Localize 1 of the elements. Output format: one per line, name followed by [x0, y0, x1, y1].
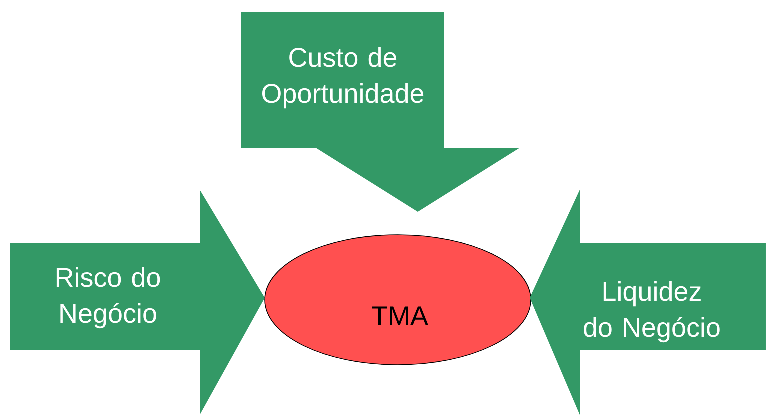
ellipse-node: TMA	[264, 234, 532, 366]
